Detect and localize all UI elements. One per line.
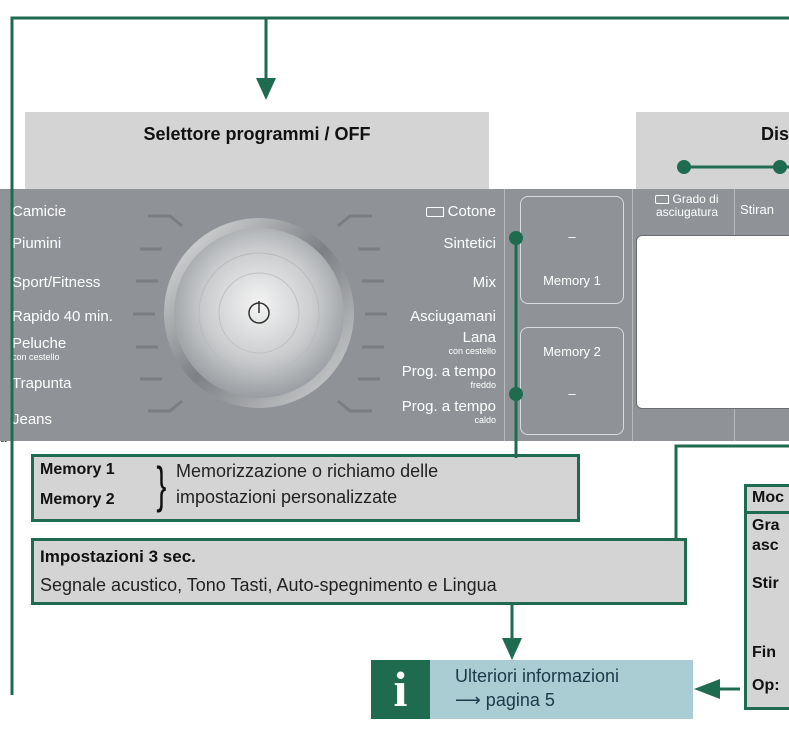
selector-title: Selettore programmi / OFF	[143, 124, 371, 144]
memory-callout-label-1: Memory 1	[40, 461, 115, 478]
info-box[interactable]: i Ulteriori informazioni ⟶ pagina 5	[371, 660, 693, 719]
right-callout-row-2b: asc	[752, 537, 779, 554]
right-callout-divider	[747, 511, 789, 514]
selector-title-box: Selettore programmi / OFF	[25, 112, 489, 189]
display-title: Dis	[760, 124, 789, 144]
info-left-arrowhead	[694, 679, 720, 699]
info-icon: i	[393, 661, 408, 717]
memory-callout-label-2: Memory 2	[40, 491, 115, 508]
memory-bottom-button[interactable]: Memory 2 –	[520, 327, 624, 435]
memory-top-button[interactable]: – Memory 1	[520, 196, 624, 304]
memory-1-label: Memory 1	[543, 273, 601, 288]
display-title-box: Dis	[636, 112, 789, 189]
memory-callout: Memory 1 Memory 2 } Memorizzazione o ric…	[31, 454, 580, 522]
top-arrowhead	[256, 78, 276, 100]
right-callout-row-2a: Gra	[752, 517, 780, 534]
right-callout: Moc Gra asc Stir Fin Op:	[744, 484, 789, 710]
memory-callout-desc-1: Memorizzazione o richiamo delle	[176, 461, 439, 481]
right-callout-row-3: Stir	[752, 575, 779, 592]
right-callout-row-1: Moc	[752, 489, 784, 506]
settings-title: Impostazioni 3 sec.	[40, 547, 196, 566]
program-selector-area: Camicie Piumini Sport/Fitness Rapido 40 …	[0, 189, 504, 441]
grado-flag-icon	[655, 195, 670, 205]
memory-2-label: Memory 2	[543, 344, 601, 359]
settings-text: Segnale acustico, Tono Tasti, Auto-spegn…	[40, 575, 497, 595]
memory-top-dash: –	[568, 229, 576, 244]
panel-divider-2	[632, 189, 633, 441]
info-icon-box: i	[371, 660, 430, 719]
info-line-1: Ulteriori informazioni	[455, 666, 620, 686]
memory-bottom-dash: –	[568, 386, 576, 401]
memory-callout-desc-2: impostazioni personalizzate	[176, 487, 398, 507]
display-screen	[636, 235, 789, 409]
right-callout-row-5: Op:	[752, 677, 780, 694]
info-line-2: ⟶ pagina 5	[455, 690, 555, 710]
settings-callout: Impostazioni 3 sec. Segnale acustico, To…	[31, 538, 687, 605]
memory-callout-brace: }	[156, 457, 167, 513]
panel-divider-1	[504, 189, 505, 441]
program-knob[interactable]	[0, 189, 504, 441]
stiro-label[interactable]: Stiran	[740, 202, 774, 217]
right-callout-row-4: Fin	[752, 644, 776, 661]
settings-down-arrowhead	[502, 638, 522, 660]
